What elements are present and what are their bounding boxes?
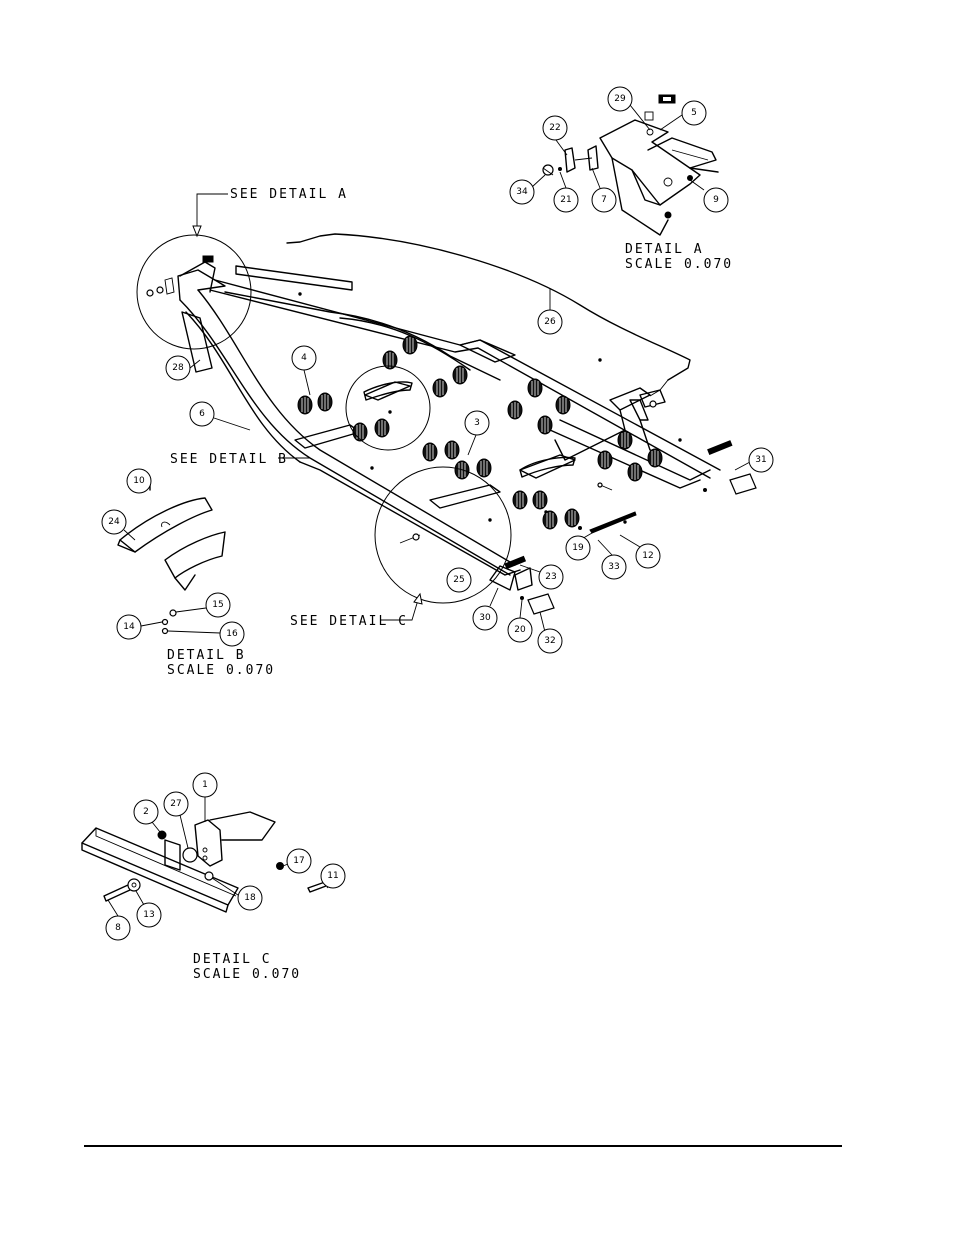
svg-text:22: 22 — [549, 123, 560, 133]
callout-6: 6 — [189, 401, 251, 431]
callout-17: 17 — [282, 848, 312, 874]
svg-text:23: 23 — [545, 572, 556, 582]
callout-30: 30 — [472, 587, 499, 631]
callout-25: 25 — [446, 567, 472, 593]
svg-text:34: 34 — [516, 187, 528, 197]
see-detail-b-label: SEE DETAIL B — [170, 452, 288, 467]
callout-20: 20 — [507, 599, 533, 643]
callout-8: 8 — [105, 899, 131, 941]
callout-9: 9 — [689, 179, 729, 213]
svg-text:4: 4 — [301, 353, 307, 363]
svg-text:1: 1 — [202, 780, 208, 790]
svg-text:19: 19 — [572, 543, 584, 553]
svg-text:24: 24 — [108, 517, 120, 527]
svg-text:15: 15 — [212, 600, 223, 610]
trailer-frame — [146, 233, 757, 615]
callout-19: 19 — [565, 532, 593, 561]
svg-text:7: 7 — [601, 195, 607, 205]
svg-text:31: 31 — [755, 455, 766, 465]
callout-32: 32 — [537, 611, 563, 654]
callout-22: 22 — [542, 115, 568, 156]
detail-a-title: DETAIL A — [625, 242, 704, 257]
svg-text:9: 9 — [713, 195, 719, 205]
svg-text:18: 18 — [244, 893, 256, 903]
callout-14: 14 — [116, 614, 163, 640]
callout-28: 28 — [165, 355, 201, 381]
callout-1: 1 — [192, 772, 218, 822]
svg-text:20: 20 — [514, 625, 526, 635]
callout-29: 29 — [607, 86, 651, 131]
detail-b-title: DETAIL B — [167, 648, 246, 663]
callout-10: 10 — [126, 468, 152, 494]
callout-3: 3 — [464, 410, 490, 456]
svg-text:8: 8 — [115, 923, 121, 933]
callout-4: 4 — [291, 345, 317, 396]
callout-24: 24 — [101, 509, 136, 541]
callout-34: 34 — [509, 174, 546, 205]
svg-text:32: 32 — [544, 636, 555, 646]
detail-a-drawing — [542, 94, 719, 236]
callout-33: 33 — [597, 539, 627, 580]
svg-text:2: 2 — [143, 807, 149, 817]
callout-11: 11 — [320, 863, 346, 889]
roller-assemblies — [297, 335, 663, 530]
callout-13: 13 — [135, 890, 162, 928]
callout-21: 21 — [553, 171, 579, 213]
see-detail-a-label: SEE DETAIL A — [230, 187, 348, 202]
svg-text:30: 30 — [479, 613, 491, 623]
svg-text:17: 17 — [293, 856, 304, 866]
callout-5: 5 — [659, 100, 707, 131]
svg-text:33: 33 — [608, 562, 619, 572]
callout-31: 31 — [734, 447, 774, 473]
svg-text:29: 29 — [614, 94, 626, 104]
callout-16: 16 — [167, 621, 245, 647]
detail-c-scale: SCALE 0.070 — [193, 967, 301, 982]
svg-text:28: 28 — [172, 363, 184, 373]
detail-c-title: DETAIL C — [193, 952, 272, 967]
detail-c-drawing — [81, 811, 327, 913]
svg-text:26: 26 — [544, 317, 556, 327]
detail-b-circle — [345, 365, 431, 451]
callout-15: 15 — [175, 592, 231, 618]
detail-a-circle — [136, 234, 252, 350]
see-detail-c-label: SEE DETAIL C — [290, 614, 408, 629]
svg-text:3: 3 — [474, 418, 480, 428]
svg-text:5: 5 — [691, 108, 697, 118]
callout-27: 27 — [163, 791, 189, 849]
callout-18: 18 — [211, 877, 263, 911]
callout-23: 23 — [519, 564, 564, 590]
svg-text:11: 11 — [327, 871, 338, 881]
svg-text:27: 27 — [170, 799, 181, 809]
svg-text:13: 13 — [143, 910, 154, 920]
callout-26: 26 — [537, 288, 563, 335]
detail-b-scale: SCALE 0.070 — [167, 663, 275, 678]
callout-12: 12 — [619, 534, 661, 569]
svg-text:10: 10 — [133, 476, 145, 486]
callout-7: 7 — [591, 167, 617, 213]
svg-text:16: 16 — [226, 629, 238, 639]
detail-a-scale: SCALE 0.070 — [625, 257, 733, 272]
svg-text:12: 12 — [642, 551, 653, 561]
svg-text:14: 14 — [123, 622, 135, 632]
svg-text:21: 21 — [560, 195, 571, 205]
callout-2: 2 — [133, 799, 161, 833]
svg-text:25: 25 — [453, 575, 464, 585]
detail-c-circle — [374, 466, 512, 604]
svg-text:6: 6 — [199, 409, 205, 419]
